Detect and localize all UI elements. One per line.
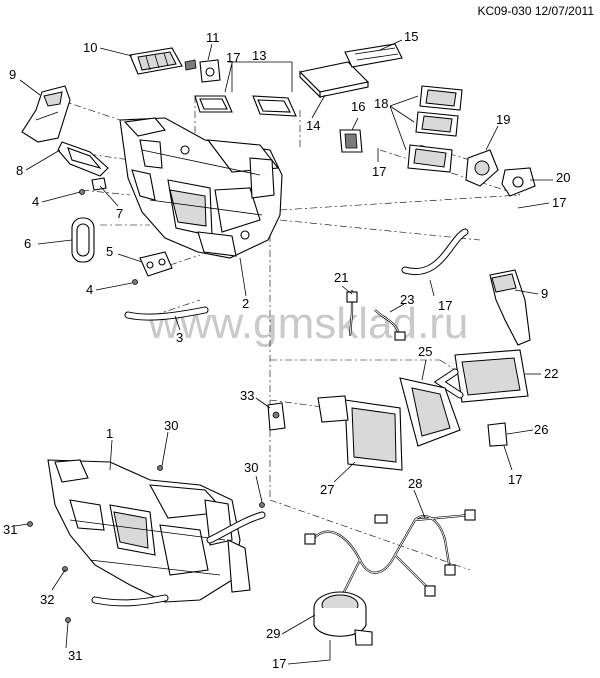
part-5-plate	[139, 251, 173, 277]
part-31-screw-lower	[65, 617, 71, 623]
part-9-duct-upper	[21, 85, 71, 143]
part-15-filter-cover	[344, 43, 403, 68]
callout-19: 19	[496, 112, 510, 127]
part-7-bracket	[91, 177, 107, 191]
part-16-sensor	[339, 129, 363, 153]
callout-17: 17	[552, 195, 566, 210]
callout-3: 3	[176, 330, 183, 345]
part-26-sensor	[487, 422, 508, 447]
part-28-wiring-harness	[304, 509, 476, 607]
callout-23: 23	[400, 292, 414, 307]
callout-7: 7	[116, 206, 123, 221]
part-27-evaporator	[317, 395, 403, 471]
part-23-sensor	[374, 309, 406, 341]
callout-30: 30	[164, 418, 178, 433]
part-3-drain-hose	[124, 306, 209, 321]
callout-22: 22	[544, 366, 558, 381]
callout-1: 1	[106, 426, 113, 441]
heater-hose	[401, 228, 469, 276]
part-9-duct-lower	[489, 269, 531, 346]
callout-25: 25	[418, 344, 432, 359]
callout-5: 5	[106, 244, 113, 259]
alignment-lines	[59, 96, 521, 571]
part-11-actuator	[184, 59, 221, 83]
part-4-screw-lower	[132, 279, 138, 285]
part-4-screw-upper	[79, 189, 85, 195]
callout-2: 2	[242, 296, 249, 311]
callout-8: 8	[16, 163, 23, 178]
callout-30: 30	[244, 460, 258, 475]
part-30-screw-upper	[157, 465, 163, 471]
callout-21: 21	[334, 270, 348, 285]
callout-15: 15	[404, 29, 418, 44]
callout-20: 20	[556, 170, 570, 185]
hvac-module-housing	[119, 117, 283, 259]
callout-4: 4	[86, 282, 93, 297]
part-32-fastener	[62, 566, 68, 572]
callout-27: 27	[320, 482, 334, 497]
callout-9: 9	[541, 286, 548, 301]
callout-28: 28	[408, 476, 422, 491]
callout-11: 11	[206, 30, 220, 45]
part-6-seal-ring	[71, 217, 95, 263]
callout-31: 31	[68, 648, 82, 663]
callout-10: 10	[83, 40, 97, 55]
callout-4: 4	[32, 194, 39, 209]
callout-18: 18	[374, 96, 388, 111]
callout-31: 31	[3, 522, 17, 537]
part-19-blend-motor	[465, 149, 499, 187]
callout-17: 17	[226, 50, 240, 65]
callout-17: 17	[372, 164, 386, 179]
callout-17: 17	[272, 656, 286, 671]
part-21-temp-sensor	[346, 290, 358, 337]
part-20-link	[501, 167, 536, 197]
leader-lines	[14, 39, 553, 665]
part-10-filter-frame	[129, 47, 183, 75]
callout-labels: 10 11 17 13 15 9 14 16 18 19 8 17 20 4 7…	[3, 29, 570, 671]
part-22-heater-core	[433, 349, 529, 403]
callout-26: 26	[534, 422, 548, 437]
part-18-actuators	[407, 85, 463, 173]
part-29-blower-motor	[313, 591, 373, 646]
watermark: www.gmsklad.ru	[147, 299, 468, 348]
callout-17: 17	[438, 298, 452, 313]
diagram-reference-code: KC09-030 12/07/2011	[477, 4, 594, 18]
callout-14: 14	[306, 118, 320, 133]
part-31-screw-upper	[27, 521, 33, 527]
part-32-drain-hose	[91, 594, 169, 607]
callout-32: 32	[40, 592, 54, 607]
part-8-gasket	[57, 141, 109, 177]
hvac-assembly-complete	[47, 459, 266, 603]
callout-17: 17	[508, 472, 522, 487]
callout-9: 9	[9, 67, 16, 82]
callout-6: 6	[24, 236, 31, 251]
callout-29: 29	[266, 626, 280, 641]
part-14-cabin-filter	[298, 61, 370, 99]
part-13-seals	[194, 95, 297, 117]
callout-33: 33	[240, 388, 254, 403]
callout-13: 13	[252, 48, 266, 63]
callout-16: 16	[351, 99, 365, 114]
part-30-screw-lower	[259, 502, 265, 508]
part-33-expansion-valve	[267, 402, 286, 431]
part-25-mode-door	[399, 377, 461, 447]
